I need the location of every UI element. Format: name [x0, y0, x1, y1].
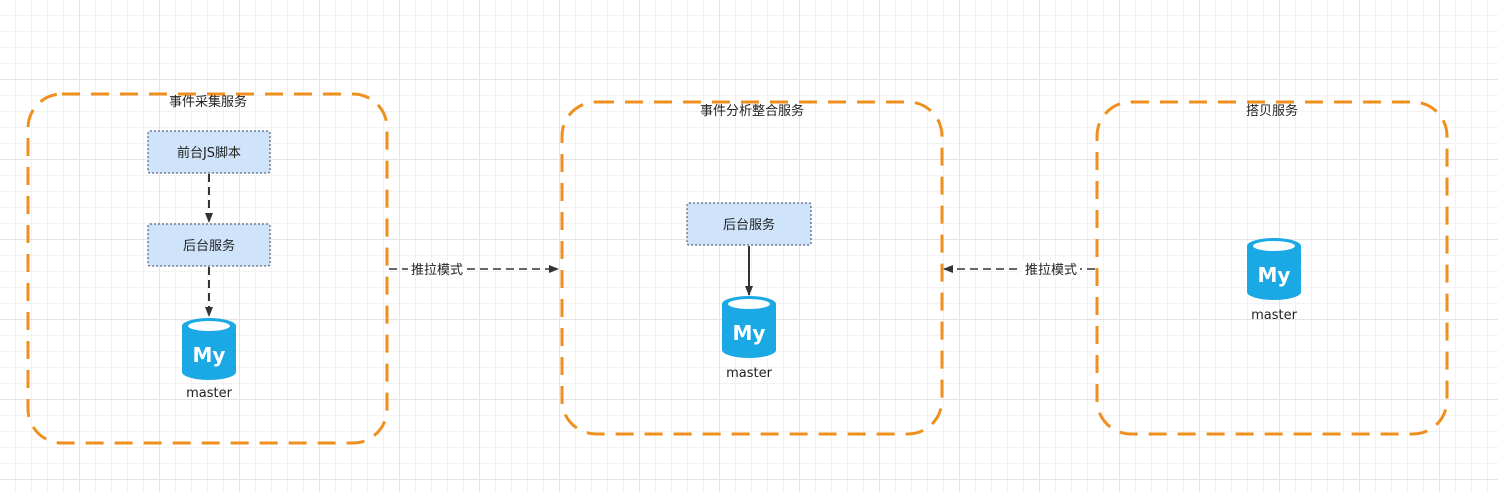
mysql-icon: [182, 318, 236, 380]
container-border: [26, 92, 389, 445]
container-border: [560, 100, 944, 436]
node-backend-middle[interactable]: 后台服务: [686, 202, 812, 246]
container-dabei-service[interactable]: 搭贝服务: [1095, 100, 1449, 436]
database-right[interactable]: master: [1247, 238, 1301, 323]
node-label: 后台服务: [723, 217, 775, 233]
container-event-analysis[interactable]: 事件分析整合服务: [560, 100, 944, 436]
edge-left-to-middle[interactable]: 推拉模式: [389, 261, 559, 278]
container-event-collection[interactable]: 事件采集服务: [26, 92, 389, 445]
database-middle[interactable]: master: [722, 296, 776, 381]
container-border: [1095, 100, 1449, 436]
database-left[interactable]: master: [182, 318, 236, 401]
container-title: 事件分析整合服务: [700, 103, 804, 119]
edge-label-bg: [408, 261, 466, 278]
container-title: 事件采集服务: [169, 94, 247, 110]
node-backend-left[interactable]: 后台服务: [147, 223, 271, 267]
edge-label-bg: [1022, 261, 1080, 278]
node-label: 前台JS脚本: [177, 145, 241, 161]
edge-label: 推拉模式: [411, 263, 463, 278]
node-label: 后台服务: [183, 238, 235, 254]
database-caption: master: [726, 366, 772, 381]
mysql-icon: [1247, 238, 1301, 300]
mysql-icon: [722, 296, 776, 358]
database-caption: master: [1251, 308, 1297, 323]
database-caption: master: [186, 386, 232, 401]
edge-label: 推拉模式: [1025, 263, 1077, 278]
node-frontend-js[interactable]: 前台JS脚本: [147, 130, 271, 174]
container-title: 搭贝服务: [1246, 103, 1298, 119]
edge-right-to-middle[interactable]: 推拉模式: [943, 261, 1095, 278]
